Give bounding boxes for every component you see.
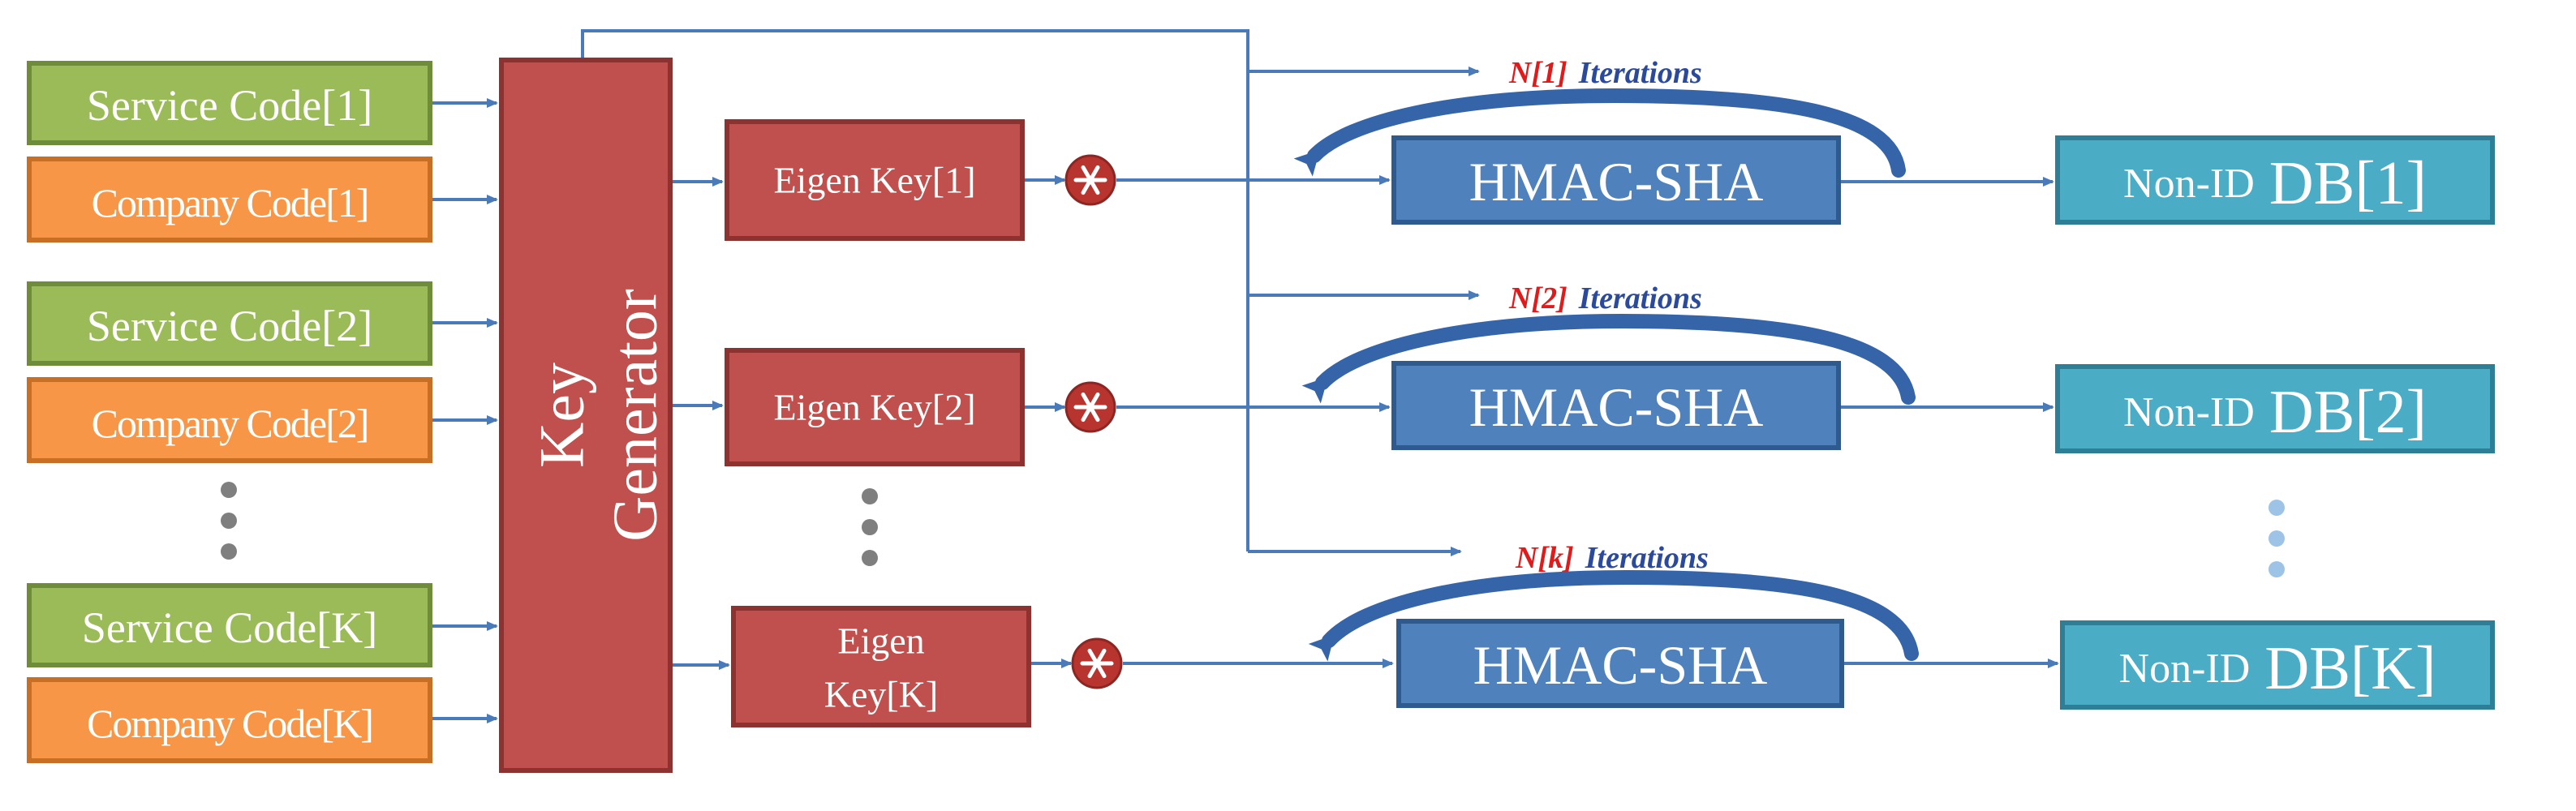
eigen-key-box-k [731, 606, 1031, 727]
non-id-db-label-1: Non-ID DB[1] [2123, 149, 2427, 217]
hmac-boxes: HMAC-SHA HMAC-SHA HMAC-SHA [1391, 135, 1844, 708]
non-id-db-label-k: Non-ID DB[K] [2119, 634, 2436, 702]
iteration-n-1: N[1] [1508, 56, 1568, 90]
ellipsis-dot [862, 488, 878, 504]
eigen-key-boxes: Eigen Key[1] Eigen Key[2] Eigen Key[K] [725, 119, 1031, 727]
non-id-db-box-k [2060, 620, 2495, 710]
ellipsis-dot [862, 550, 878, 566]
company-code-box-2 [27, 377, 432, 463]
company-code-box-1 [27, 157, 432, 242]
eigen-key-label-1: Eigen Key[1] [773, 160, 975, 201]
hmac-sha-label-2: HMAC-SHA [1469, 376, 1764, 438]
non-id-db-box-1 [2055, 135, 2495, 225]
loop-arrow-2 [1301, 313, 1916, 405]
service-code-label-1: Service Code[1] [87, 81, 372, 130]
company-code-box-k [27, 677, 432, 763]
ellipsis-dot [221, 513, 237, 529]
multiply-icon [1071, 637, 1123, 689]
eigen-key-box-1 [725, 119, 1025, 241]
loop-arrows [1293, 88, 1919, 662]
key-generator-label-line2: Generator [600, 289, 670, 542]
ellipsis-dot [862, 519, 878, 535]
eigen-key-label-k-line1: Eigen [837, 620, 924, 662]
iteration-text-1: Iterations [1578, 56, 1702, 90]
company-code-label-1: Company Code[1] [92, 180, 368, 225]
eigen-key-label-2: Eigen Key[2] [773, 387, 975, 428]
hmac-sha-box-k [1396, 619, 1844, 708]
connectors [430, 29, 2059, 723]
non-id-db-label-2: Non-ID DB[2] [2123, 378, 2427, 446]
key-generator-label-group: Key Generator [527, 289, 670, 542]
loop-arrow-k [1308, 569, 1919, 662]
service-code-box-k [27, 583, 432, 667]
iteration-n-2: N[2] [1508, 281, 1568, 315]
db-boxes: Non-ID DB[1] Non-ID DB[2] Non-ID DB[K] [2055, 135, 2495, 710]
ellipsis-dot [2269, 500, 2285, 516]
non-id-db-box-2 [2055, 364, 2495, 453]
hmac-sha-label-1: HMAC-SHA [1469, 151, 1764, 212]
ellipsis-dot [2269, 530, 2285, 547]
key-generator-label-line1: Key [527, 363, 597, 468]
ellipsis-eigen [862, 488, 878, 566]
distribution-line [581, 29, 1249, 551]
multiply-icon [1064, 381, 1116, 433]
ellipsis-dot [2269, 561, 2285, 577]
db-name-k: DB[K] [2264, 634, 2436, 702]
loop-arrow-1 [1293, 88, 1906, 178]
iteration-labels: N[1] Iterations N[2] Iterations N[k] Ite… [1508, 56, 1709, 575]
iteration-text-2: Iterations [1578, 281, 1702, 315]
ellipsis-db [2269, 500, 2285, 577]
hmac-sha-label-k: HMAC-SHA [1473, 634, 1768, 696]
iteration-label-k: N[k] Iterations [1515, 541, 1709, 575]
iteration-label-1: N[1] Iterations [1508, 56, 1702, 90]
input-boxes: Service Code[1] Company Code[1] Service … [27, 61, 432, 763]
multiply-icon [1064, 154, 1116, 206]
service-code-label-k: Service Code[K] [82, 603, 377, 652]
eigen-key-box-2 [725, 348, 1025, 466]
key-generator-box [499, 58, 673, 773]
eigen-key-label-k-line2: Key[K] [824, 674, 939, 715]
service-code-label-2: Service Code[2] [87, 302, 372, 350]
service-code-box-2 [27, 281, 432, 366]
ellipsis-dot [221, 543, 237, 560]
non-id-prefix-1: Non-ID [2123, 161, 2255, 207]
ellipsis-dot [221, 482, 237, 498]
multiply-symbols [1064, 154, 1123, 689]
non-id-prefix-2: Non-ID [2123, 389, 2255, 436]
iteration-n-k: N[k] [1515, 541, 1574, 575]
ellipsis-inputs [221, 482, 237, 560]
db-name-2: DB[2] [2269, 378, 2427, 446]
iteration-text-k: Iterations [1585, 541, 1709, 575]
service-code-box-1 [27, 61, 432, 145]
company-code-label-k: Company Code[K] [87, 701, 372, 746]
iteration-label-2: N[2] Iterations [1508, 281, 1702, 315]
non-id-prefix-k: Non-ID [2119, 646, 2251, 692]
hmac-sha-box-1 [1391, 135, 1841, 225]
hmac-sha-box-2 [1391, 361, 1841, 450]
db-name-1: DB[1] [2269, 149, 2427, 217]
company-code-label-2: Company Code[2] [92, 401, 368, 446]
